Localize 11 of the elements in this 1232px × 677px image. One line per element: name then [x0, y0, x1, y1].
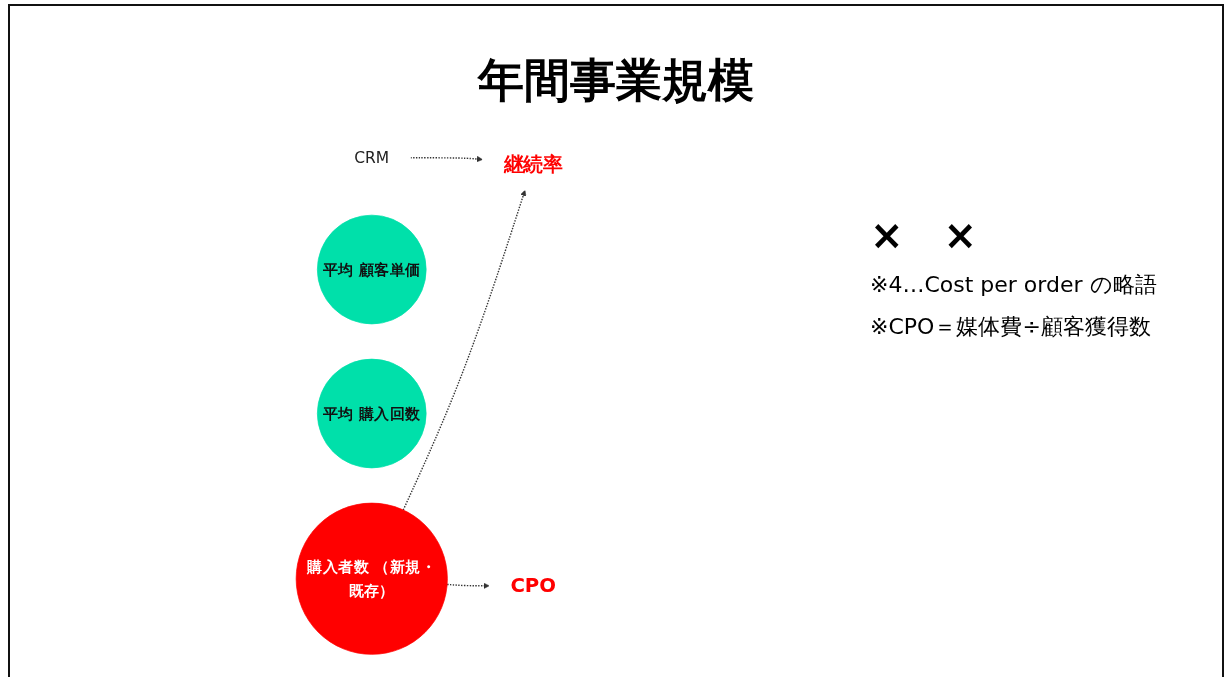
node-circle: 平均 顧客単価 — [317, 214, 427, 325]
node-circle: 購入者数 （新規・既存） — [295, 502, 448, 655]
multiplication-sign: × — [870, 212, 904, 258]
node-text: CPO — [510, 573, 557, 598]
node-text: CRM — [354, 149, 390, 167]
multiplication-sign: × — [943, 212, 978, 258]
node-circle: 平均 購入回数 — [317, 358, 427, 469]
note: ※CPO＝媒体費÷顧客獲得数 — [870, 314, 1151, 339]
node-text: 継続率 — [503, 152, 563, 177]
note: ※4…Cost per order の略語 — [870, 272, 1157, 297]
title: 年間事業規模 — [476, 52, 755, 109]
